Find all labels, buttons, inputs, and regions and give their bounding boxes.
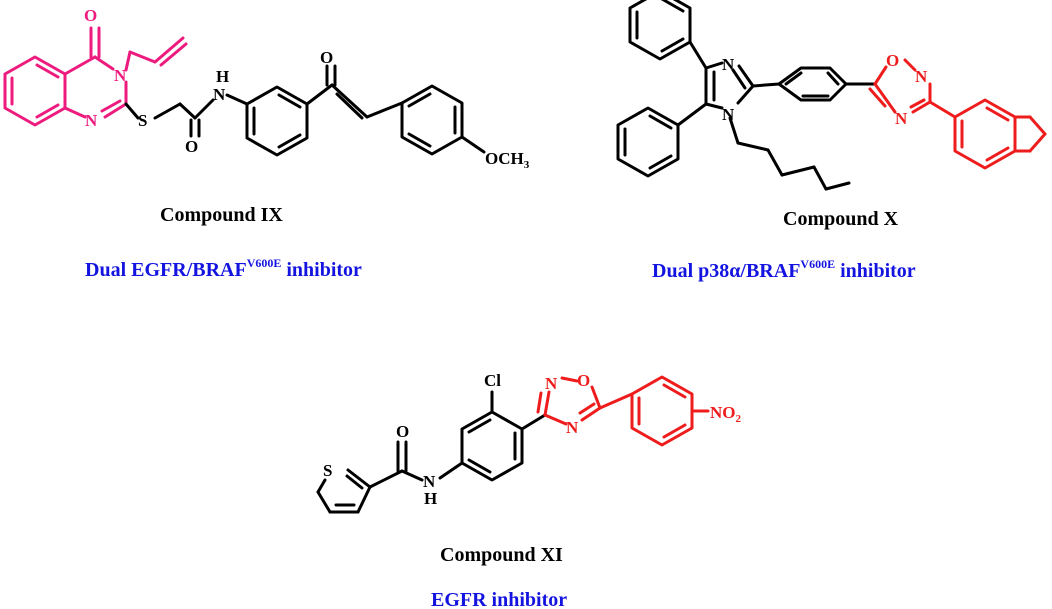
ix-atom-o2: O [185, 137, 198, 156]
compound-x-structure [616, 0, 877, 191]
x-atom-o: O [886, 51, 899, 70]
xi-nitro-label: NO2 [710, 403, 742, 425]
compound-ix-activity: Dual EGFR/BRAFV600E inhibitor [85, 256, 362, 281]
compound-x-name: Compound X [783, 208, 899, 230]
compound-ix-name: Compound IX [160, 204, 283, 226]
compound-xi-name: Compound XI [440, 544, 563, 566]
x-atom-n3: N [915, 67, 928, 86]
xi-atom-o: O [577, 371, 590, 390]
ix-atom-n1: N [114, 66, 127, 85]
ix-atom-s: S [138, 111, 147, 130]
compound-xi-oxadiazole [536, 375, 710, 447]
x-atom-n4: N [895, 109, 908, 128]
compound-ix-quinazolinone [3, 26, 188, 127]
xi-atom-h: H [424, 489, 437, 508]
xi-atom-n: N [423, 472, 436, 491]
ix-methoxy-label: OCH3 [485, 149, 530, 171]
ix-atom-h: H [216, 67, 229, 86]
xi-atom-o-amide: O [396, 422, 409, 441]
xi-atom-n2: N [566, 418, 579, 437]
compound-xi-structure [316, 390, 547, 514]
compound-ix-structure [3, 26, 486, 157]
ix-atom-n: N [213, 85, 226, 104]
xi-atom-s: S [323, 461, 332, 480]
x-atom-n2: N [722, 105, 735, 124]
xi-atom-n1: N [545, 374, 558, 393]
ix-atom-o1: O [84, 6, 97, 25]
ix-atom-n2: N [85, 111, 98, 130]
compound-xi-activity: EGFR inhibitor [431, 589, 567, 609]
compound-x-oxadiazole [868, 58, 1047, 170]
ix-atom-o3: O [320, 48, 333, 67]
x-atom-n1: N [722, 55, 735, 74]
compound-x-activity: Dual p38α/BRAFV600E inhibitor [652, 257, 916, 282]
xi-atom-cl: Cl [484, 371, 501, 390]
